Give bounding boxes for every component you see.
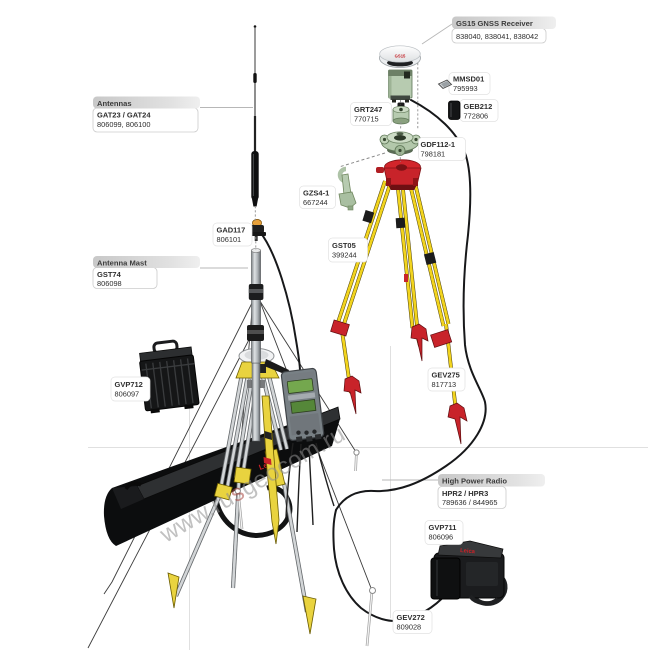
- svg-text:HPR2 / HPR3: HPR2 / HPR3: [442, 489, 488, 498]
- svg-text:GVP711: GVP711: [429, 523, 457, 532]
- svg-text:GAT23 / GAT24: GAT23 / GAT24: [97, 111, 151, 120]
- svg-text:Antenna Mast: Antenna Mast: [97, 258, 147, 267]
- svg-text:806096: 806096: [429, 533, 454, 542]
- svg-text:GST05: GST05: [332, 241, 356, 250]
- svg-text:806098: 806098: [97, 279, 122, 288]
- svg-text:806097: 806097: [115, 389, 140, 398]
- svg-text:798181: 798181: [421, 150, 446, 159]
- svg-text:Leica: Leica: [460, 548, 476, 555]
- svg-text:GVP712: GVP712: [115, 380, 143, 389]
- svg-text:809028: 809028: [397, 623, 422, 632]
- svg-text:795993: 795993: [453, 84, 478, 93]
- svg-text:GRT247: GRT247: [354, 105, 382, 114]
- svg-text:667244: 667244: [303, 198, 328, 207]
- svg-text:GAD117: GAD117: [217, 225, 246, 234]
- svg-text:GS15 GNSS Receiver: GS15 GNSS Receiver: [456, 19, 533, 28]
- svg-text:806099, 806100: 806099, 806100: [97, 120, 150, 129]
- svg-text:838040, 838041, 838042: 838040, 838041, 838042: [456, 32, 538, 41]
- svg-text:770715: 770715: [354, 115, 379, 124]
- svg-text:GZS4-1: GZS4-1: [303, 188, 329, 197]
- svg-text:399244: 399244: [332, 250, 357, 259]
- svg-text:789636 / 844965: 789636 / 844965: [442, 498, 497, 507]
- svg-text:GS15: GS15: [395, 54, 406, 59]
- svg-text:772806: 772806: [464, 111, 489, 120]
- svg-text:GDF112-1: GDF112-1: [421, 140, 456, 149]
- svg-text:GST74: GST74: [97, 270, 122, 279]
- svg-text:MMSD01: MMSD01: [453, 75, 484, 84]
- svg-text:High Power Radio: High Power Radio: [442, 476, 507, 485]
- svg-text:GEV272: GEV272: [397, 613, 425, 622]
- svg-text:GEB212: GEB212: [464, 102, 493, 111]
- svg-text:806101: 806101: [217, 235, 242, 244]
- svg-text:817713: 817713: [432, 380, 457, 389]
- svg-text:GEV275: GEV275: [432, 370, 460, 379]
- svg-text:Antennas: Antennas: [97, 99, 132, 108]
